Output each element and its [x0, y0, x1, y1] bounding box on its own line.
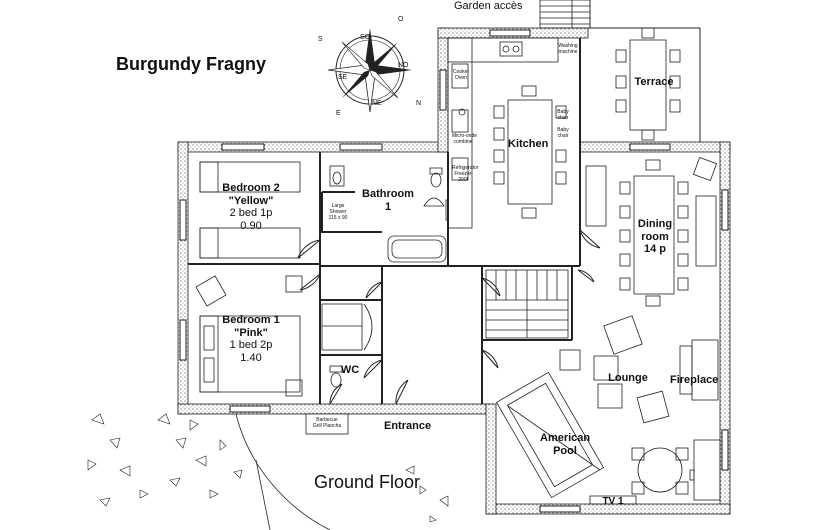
washing-line-2: machine: [558, 48, 578, 55]
fridge-line-1: Refrigerator: [452, 165, 479, 171]
compass-rose: [327, 28, 412, 113]
round-table: [631, 447, 689, 495]
barbecue-line-2: Grill Plancha: [312, 422, 342, 429]
baby-chair-2-line-1: Baby: [557, 127, 569, 133]
windows: [179, 29, 729, 513]
barbecue-line-1: Barbecue: [316, 417, 338, 423]
compass-label-so: SO: [360, 34, 371, 41]
bathroom-fixtures: [321, 165, 449, 388]
compass-label-se: SE: [338, 74, 348, 81]
shower-line-2: Shower: [329, 208, 347, 215]
bathroom-name: Bathroom: [362, 188, 414, 200]
washing-line-1: Washing: [558, 43, 578, 49]
lounge-label: Lounge: [608, 372, 648, 384]
bathroom-number: 1: [384, 200, 392, 213]
bedroom-1-beds: 1 bed 2p: [229, 339, 273, 352]
bedroom-2-beds: 2 bed 1p: [229, 207, 273, 220]
shower-label: Large Shower 115 x 90: [324, 203, 352, 221]
terrace-furniture: [615, 27, 681, 141]
garden-access-label: Garden accès: [454, 0, 523, 12]
shower-line-3: 115 x 90: [328, 214, 348, 221]
bedroom-1-name: Bedroom 1: [222, 314, 280, 326]
compass-label-no: NO: [398, 62, 409, 69]
bedroom-2-name: Bedroom 2: [222, 182, 280, 194]
bedroom-furniture: [195, 161, 303, 397]
bedroom-2-nick: "Yellow": [228, 194, 274, 207]
baby-chair-1-label: Baby chair: [556, 109, 570, 122]
dining-furniture: [585, 156, 718, 307]
tv-label: TV 1: [602, 496, 624, 507]
bedroom-2-size: 0.90: [240, 219, 262, 232]
pool-table: [495, 371, 605, 499]
compass-label-n: O: [398, 16, 404, 23]
plan-title: Burgundy Fragny: [116, 54, 267, 74]
fridge-label: Refrigerator Freezer 200l: [452, 165, 479, 183]
kitchen-furniture: [447, 37, 567, 229]
american-pool-label: American Pool: [540, 432, 590, 457]
wc-label: WC: [340, 364, 360, 376]
tv-cabinet: [589, 495, 637, 505]
microwave-label: Micro-onde combine: [452, 133, 478, 146]
microwave-line-1: Micro-onde: [452, 133, 478, 139]
lounge-furniture: [559, 315, 721, 501]
garden-shrubs: [87, 413, 449, 523]
pool-line-2: Pool: [553, 444, 577, 457]
barbecue-label: Barbecue Grill Plancha: [308, 417, 346, 430]
fridge-line-2: Freezer: [454, 170, 472, 177]
shower-line-1: Large: [331, 203, 345, 209]
barbecue-box: [305, 413, 349, 435]
bedroom-1-label: Bedroom 1 "Pink" 1 bed 2p 1.40: [216, 314, 286, 365]
outer-walls: [177, 27, 731, 515]
baby-chair-1-line-2: chair: [557, 114, 569, 121]
dining-name: Dining: [637, 218, 673, 230]
compass-label-s: S: [318, 36, 323, 43]
doors: [297, 229, 601, 405]
compass-label-e: E: [336, 110, 341, 117]
staircase: [485, 269, 569, 339]
dining-label: Dining room 14 p: [634, 218, 676, 256]
garden-stairs: [539, 0, 591, 29]
fireplace-label: Fireplace: [670, 374, 719, 386]
pool-line-1: American: [540, 432, 591, 444]
microwave-line-2: combine: [453, 138, 473, 145]
baby-chair-1-line-1: Baby: [557, 109, 569, 115]
bathroom-label: Bathroom 1: [358, 188, 418, 213]
terrace-label: Terrace: [634, 76, 674, 88]
baby-chair-2-line-2: chair: [557, 132, 569, 139]
garden-path: [235, 413, 331, 530]
kitchen-label: Kitchen: [508, 138, 549, 150]
bedroom-2-label: Bedroom 2 "Yellow" 2 bed 1p 0.90: [216, 182, 286, 233]
bedroom-1-size: 1.40: [240, 351, 262, 364]
washing-machine-label: Washing machine: [556, 43, 580, 56]
entrance-label: Entrance: [384, 420, 432, 432]
cooker-label: Cooker Oven: [452, 69, 470, 82]
dining-seats: 14 p: [643, 243, 666, 256]
compass-label-n2: N: [416, 100, 422, 107]
baby-chair-2-label: Baby chair: [556, 127, 570, 140]
bedroom-1-nick: "Pink": [234, 326, 268, 339]
cooker-line-1: Cooker: [452, 69, 470, 75]
fridge-line-3: 200l: [458, 176, 468, 183]
floor-label: Ground Floor: [314, 472, 421, 492]
compass-label-ne: NE: [372, 100, 382, 107]
dining-room: room: [641, 230, 669, 243]
cooker-line-2: Oven: [455, 74, 467, 81]
